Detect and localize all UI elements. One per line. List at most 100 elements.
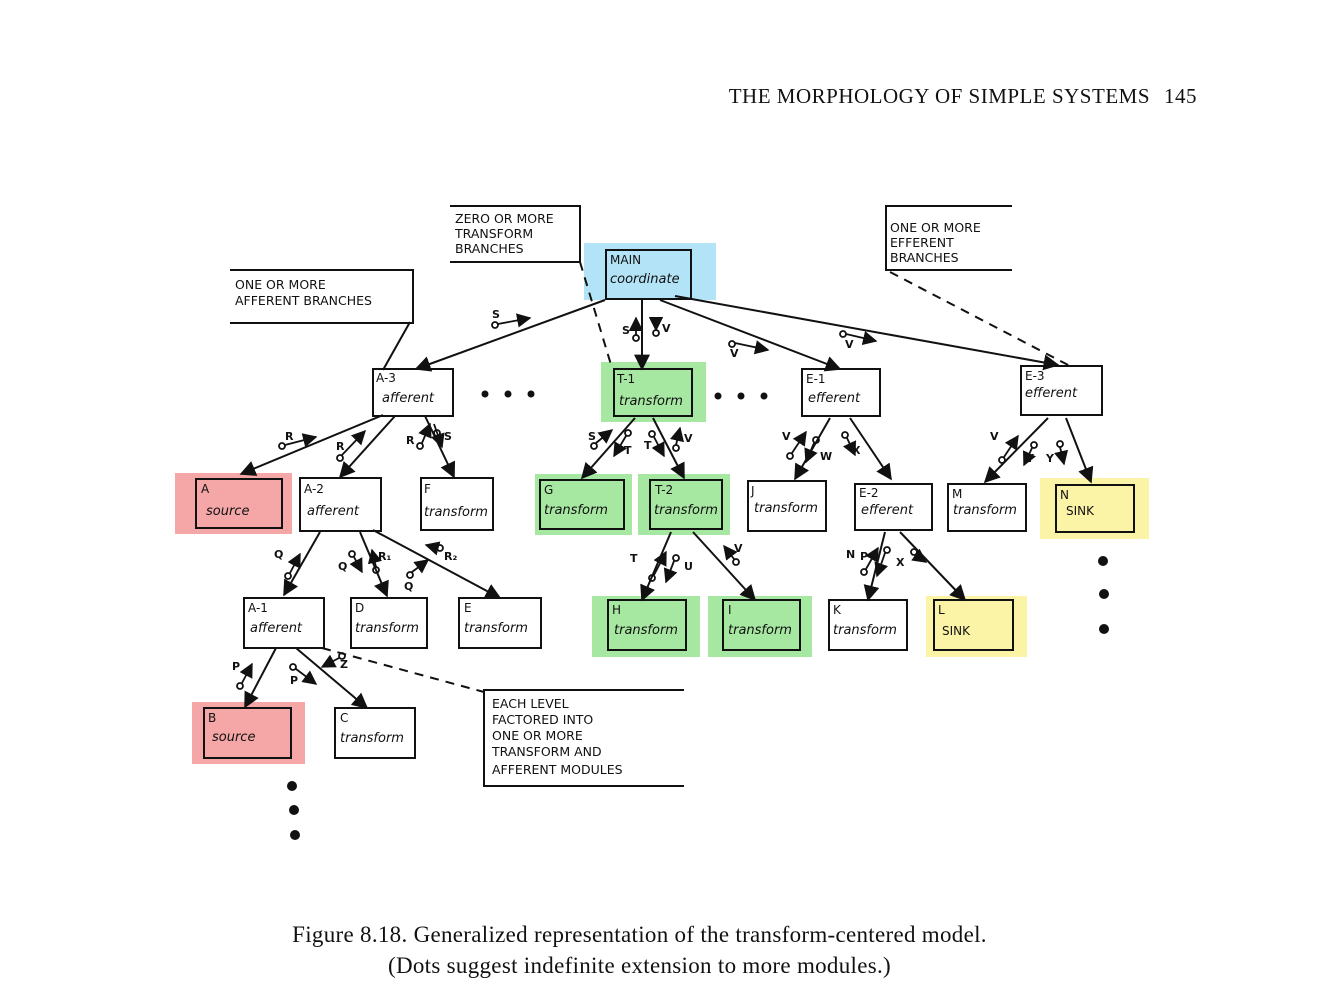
figure-caption-line1: Figure 8.18. Generalized representation … <box>292 922 987 947</box>
flow-label-v-7: V <box>734 542 743 555</box>
module-d-type: transform <box>355 621 419 636</box>
link-main-e1 <box>659 299 842 372</box>
flow-label-x-1: X <box>852 444 861 457</box>
flow-t-t1-t2 <box>648 430 665 458</box>
dot-t1-e1-3 <box>760 392 768 400</box>
highlight-h <box>592 596 700 657</box>
link-a3-a <box>239 414 384 476</box>
module-c: C transform <box>334 707 416 759</box>
note-efferent-branches: ONE OR MORE EFFERENT BRANCHES <box>885 205 1012 271</box>
module-l: L SINK <box>933 599 1014 651</box>
module-i-label: I <box>728 603 732 617</box>
flow-v-t1-t2 <box>670 426 685 452</box>
dot-bottom-2 <box>289 805 299 815</box>
module-n-type: SINK <box>1066 504 1095 518</box>
note-afferent-line2: AFFERENT BRANCHES <box>235 293 372 308</box>
module-d: D transform <box>350 597 428 649</box>
flow-label-v-5: V <box>782 430 791 443</box>
module-e: E transform <box>458 597 542 649</box>
module-e2-label: E-2 <box>859 486 879 500</box>
flow-r-a3-a2 <box>336 429 366 462</box>
flow-label-t-1: T <box>624 444 632 457</box>
module-l-type: SINK <box>942 624 971 638</box>
module-e-label: E <box>464 601 472 615</box>
highlight-g <box>535 474 632 535</box>
note-afferent-line1: ONE OR MORE <box>235 277 326 292</box>
module-a1-label: A-1 <box>248 601 268 615</box>
flow-label-u: U <box>684 560 693 573</box>
module-t1-type: transform <box>619 394 683 409</box>
module-a1: A-1 afferent <box>243 597 325 649</box>
flow-t-t1-g <box>613 429 632 458</box>
flow-s-t1-g <box>590 429 614 450</box>
figure-caption-line2: (Dots suggest indefinite extension to mo… <box>388 953 891 978</box>
note-level-line3: ONE OR MORE <box>492 728 583 743</box>
module-m-label: M <box>952 487 962 501</box>
module-k-type: transform <box>833 623 897 638</box>
flow-p-a1-c <box>289 663 318 685</box>
flow-label-s-3: S <box>444 430 452 443</box>
highlight-t1 <box>601 362 706 422</box>
flow-s-main-t1 <box>628 316 644 342</box>
module-i-type: transform <box>728 623 792 638</box>
flow-label-r-1: R <box>285 430 294 443</box>
flow-r2-a2-e <box>424 541 444 556</box>
module-main-type: coordinate <box>610 272 680 287</box>
module-h: H transform <box>607 599 687 651</box>
module-t1: T-1 transform <box>613 368 693 417</box>
flow-v-e1-j <box>786 430 807 460</box>
module-a3-label: A-3 <box>376 371 396 385</box>
flow-s-main-a3 <box>491 313 532 329</box>
module-j-type: transform <box>754 501 818 516</box>
flow-q-a2-a1 <box>284 552 301 580</box>
flow-v-main-t1 <box>648 317 664 337</box>
note-transform-line2: TRANSFORM <box>454 226 533 241</box>
dot-a3-t1-1 <box>481 390 489 398</box>
module-a-type: source <box>206 504 249 519</box>
flow-label-s-4: S <box>588 430 596 443</box>
flow-p-a1-b <box>236 662 253 690</box>
flow-v-e3-m <box>998 434 1019 464</box>
flow-label-v-2: V <box>730 347 739 360</box>
flow-label-q-3: Q <box>404 580 413 593</box>
flow-v-main-e3 <box>839 330 878 346</box>
note-afferent-branches: ONE OR MORE AFFERENT BRANCHES <box>230 269 414 324</box>
flow-x-e1-e2 <box>841 431 856 457</box>
link-main-a3 <box>414 299 606 372</box>
module-j-label: J <box>750 484 755 498</box>
module-k-label: K <box>833 603 842 617</box>
leader-transform-note <box>579 261 613 369</box>
module-a: A source <box>195 478 283 529</box>
dot-t1-e1-2 <box>737 392 745 400</box>
flow-v-main-e1 <box>728 340 770 355</box>
note-transform-branches: ZERO OR MORE TRANSFORM BRANCHES <box>450 205 581 263</box>
flow-label-s-1: S <box>492 308 500 321</box>
module-k: K transform <box>828 599 908 651</box>
dot-t1-e1-1 <box>714 392 722 400</box>
page-number: 145 <box>1164 84 1197 108</box>
flow-p-e2-k <box>874 546 891 578</box>
module-h-type: transform <box>614 623 678 638</box>
highlight-l <box>926 596 1027 657</box>
flow-label-r1: R₁ <box>378 550 391 563</box>
link-e1-e2 <box>849 417 892 481</box>
module-i: I transform <box>722 599 801 651</box>
highlight-n <box>1040 478 1149 539</box>
flow-s-a3-f <box>430 423 445 449</box>
flow-z-a1-c <box>320 652 346 668</box>
highlight-t2 <box>638 474 730 535</box>
link-main-e3 <box>674 295 1060 371</box>
flow-label-y-2: Y <box>1045 452 1055 465</box>
flow-x-e2-l <box>910 548 928 563</box>
module-a2-label: A-2 <box>304 482 324 496</box>
flow-label-v-3: V <box>845 338 854 351</box>
module-e2: E-2 efferent <box>854 483 933 531</box>
module-a2-type: afferent <box>307 504 360 519</box>
module-e3-type: efferent <box>1025 386 1078 401</box>
module-e2-type: efferent <box>861 503 914 518</box>
highlight-a <box>175 473 292 534</box>
flow-r-a3-a <box>278 433 318 450</box>
module-a2: A-2 afferent <box>299 477 382 532</box>
module-t2: T-2 transform <box>649 479 723 530</box>
